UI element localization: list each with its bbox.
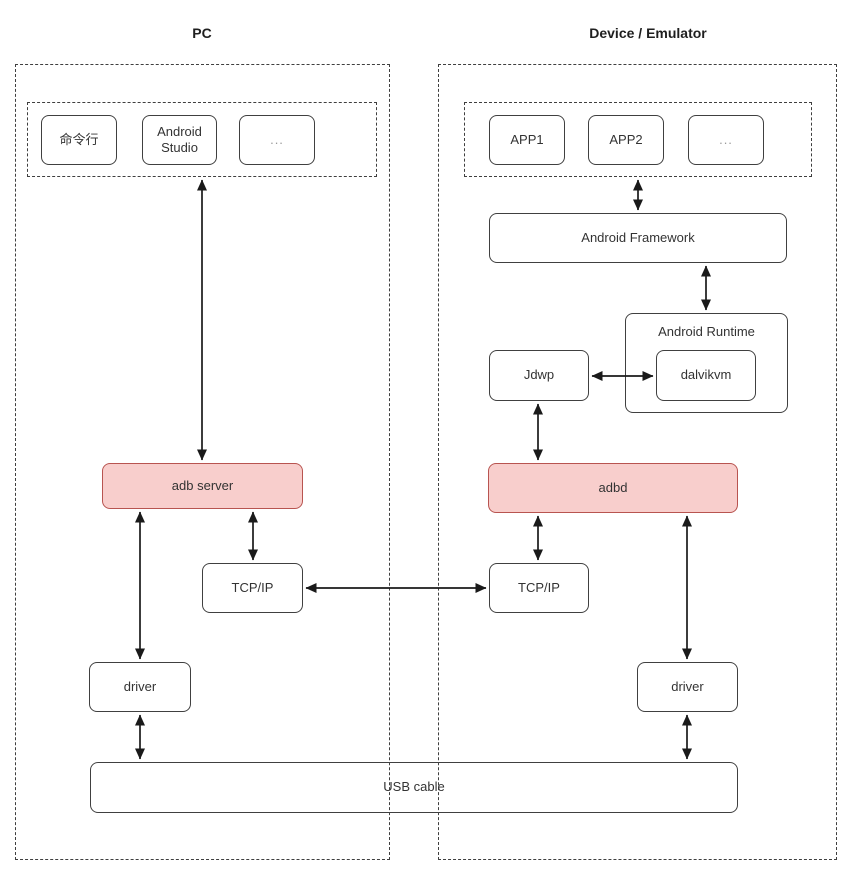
node-device-tcpip: TCP/IP — [489, 563, 589, 613]
node-pc-tcpip: TCP/IP — [202, 563, 303, 613]
node-android-studio: Android Studio — [142, 115, 217, 165]
device-apps-group — [464, 102, 812, 177]
node-device-more-apps: ... — [688, 115, 764, 165]
android-runtime-label: Android Runtime — [658, 324, 755, 339]
node-pc-more-tools: ... — [239, 115, 315, 165]
node-app2: APP2 — [588, 115, 664, 165]
node-command-line: 命令行 — [41, 115, 117, 165]
node-usb-cable: USB cable — [90, 762, 738, 813]
node-device-driver: driver — [637, 662, 738, 712]
node-adbd: adbd — [488, 463, 738, 513]
pc-container — [15, 64, 390, 860]
device-container — [438, 64, 837, 860]
device-section-title: Device / Emulator — [589, 25, 707, 41]
pc-tools-group — [27, 102, 377, 177]
pc-section-title: PC — [192, 25, 212, 41]
node-app1: APP1 — [489, 115, 565, 165]
node-adb-server: adb server — [102, 463, 303, 509]
node-dalvikvm: dalvikvm — [656, 350, 756, 401]
node-android-framework: Android Framework — [489, 213, 787, 263]
node-pc-driver: driver — [89, 662, 191, 712]
node-jdwp: Jdwp — [489, 350, 589, 401]
